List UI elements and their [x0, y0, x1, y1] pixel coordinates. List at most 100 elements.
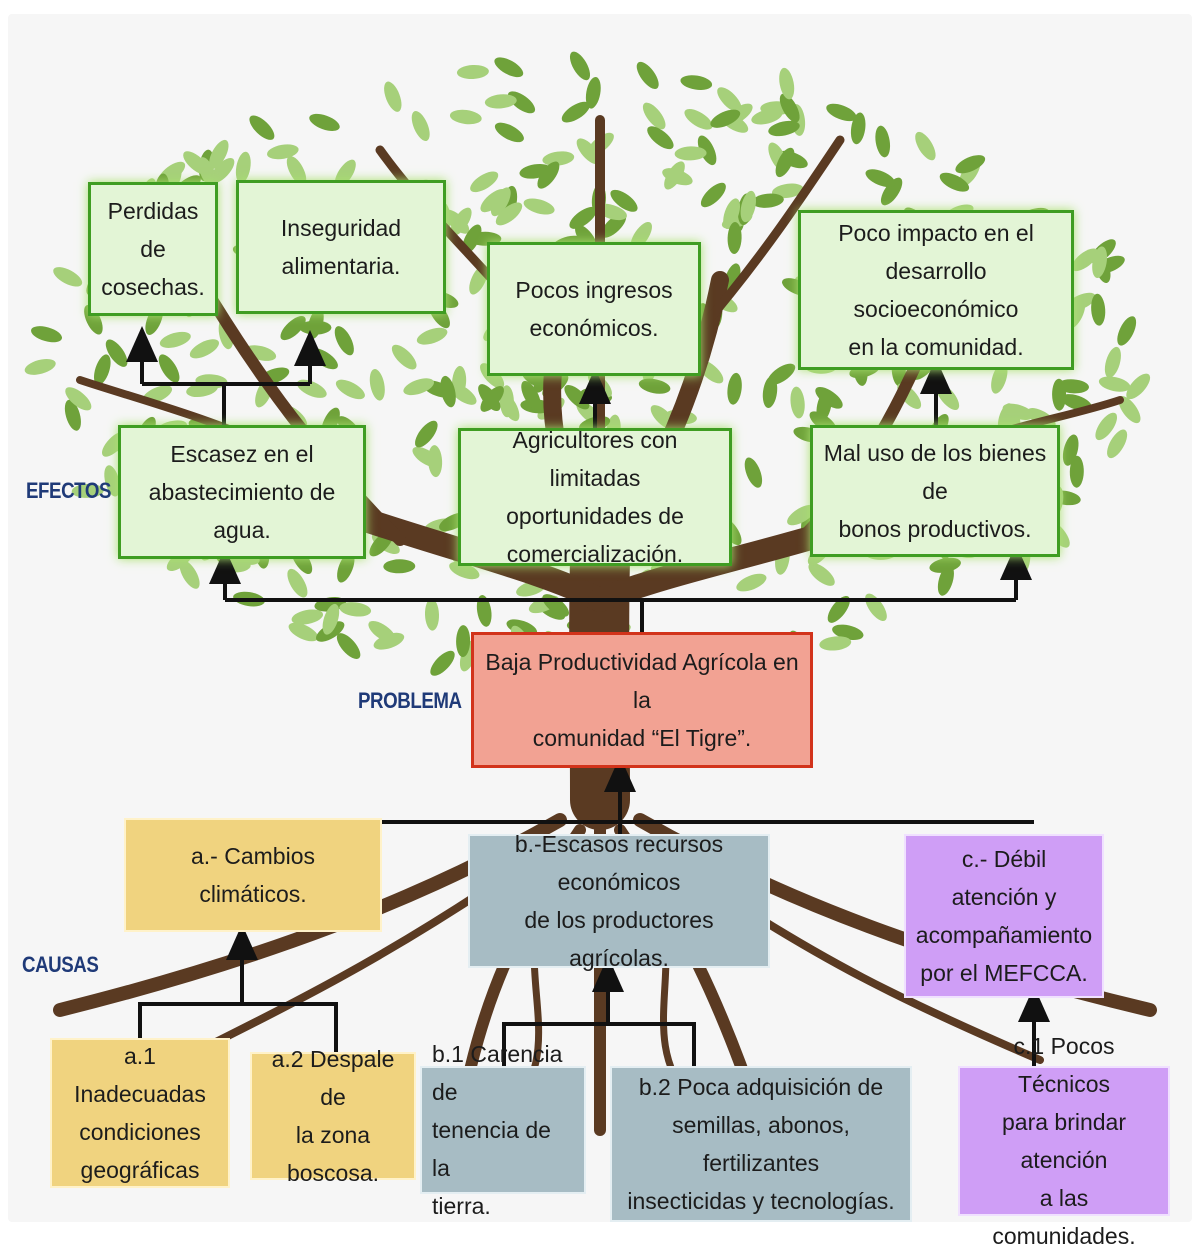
leaf — [373, 632, 405, 650]
leaf — [762, 376, 778, 409]
leaf — [383, 559, 416, 574]
leaf — [717, 87, 742, 113]
leaf — [494, 122, 524, 143]
leaf — [939, 172, 970, 192]
effect-water-shortage-text: Escasez en el abastecimiento de agua. — [148, 441, 336, 543]
effects-label: EFECTOS — [26, 478, 112, 503]
leaf — [832, 624, 864, 641]
leaf — [537, 161, 560, 189]
leaf — [1095, 412, 1118, 441]
causes-label: CAUSAS — [22, 952, 99, 977]
leaf — [369, 369, 385, 401]
leaf — [875, 125, 891, 158]
leaf — [440, 375, 456, 408]
connector-line — [502, 1022, 696, 1068]
leaf — [403, 378, 434, 396]
effect-low-income-text: Pocos ingresos económicos. — [515, 277, 673, 341]
leaf — [24, 358, 56, 375]
leaf — [299, 320, 332, 335]
leaf — [266, 144, 299, 160]
leaf — [428, 445, 443, 478]
leaf — [337, 552, 355, 583]
subcause-a2-text: a.2 Despale de la zona boscosa. — [271, 1046, 395, 1186]
leaf — [647, 126, 674, 150]
leaf — [183, 151, 210, 175]
leaf — [751, 108, 783, 125]
subcause-c1-text: c.1 Pocos Técnicos para brindar atención… — [992, 1033, 1136, 1249]
leaf — [723, 198, 741, 229]
leaf — [322, 603, 340, 635]
leaf — [235, 151, 251, 184]
leaf — [339, 602, 372, 617]
leaf — [286, 155, 307, 186]
leaf — [915, 131, 936, 161]
leaf — [808, 562, 835, 586]
cause-weak-attention-text: c.- Débil atención y acompañamiento por … — [915, 846, 1093, 986]
leaf — [456, 64, 489, 80]
cause-scarce-resources-text: b.-Escasos recursos económicos de los pr… — [514, 831, 724, 971]
leaf — [209, 139, 229, 169]
leaf — [955, 155, 986, 174]
leaf — [64, 399, 81, 431]
effect-crop-losses: Perdidas de cosechas. — [88, 182, 218, 316]
leaf — [94, 354, 111, 386]
cause-climate-change-text: a.- Cambios climáticos. — [191, 843, 315, 907]
leaf — [179, 560, 200, 589]
leaf — [189, 339, 220, 359]
branch — [194, 274, 406, 546]
leaf — [674, 146, 707, 161]
leaf — [542, 151, 575, 166]
leaf — [490, 187, 511, 217]
leaf — [751, 193, 784, 208]
cause-climate-change: a.- Cambios climáticos. — [124, 818, 382, 932]
leaf — [569, 51, 591, 81]
leaf — [700, 182, 726, 208]
leaf — [736, 573, 767, 592]
leaf — [494, 57, 524, 78]
effect-misuse-bonds: Mal uso de los bienes de bonos productiv… — [810, 425, 1060, 557]
leaf — [1091, 293, 1106, 326]
diagram-canvas: EFECTOS PROBLEMA CAUSAS Perdidas de cose… — [22, 51, 1170, 1249]
leaf — [449, 109, 482, 125]
leaf — [865, 169, 896, 188]
root — [176, 876, 504, 1064]
leaf — [680, 75, 713, 90]
effect-limited-marketing: Agricultores con limitadas oportunidades… — [458, 427, 732, 567]
leaf — [697, 135, 717, 166]
leaf — [159, 331, 191, 348]
leaf — [280, 316, 306, 341]
leaf — [456, 625, 471, 658]
leaf — [523, 198, 555, 215]
effect-low-impact-text: Poco impacto en el desarrollo socioeconó… — [838, 220, 1034, 360]
leaf — [104, 465, 120, 497]
leaf — [576, 138, 601, 165]
leaf — [819, 636, 852, 651]
leaf — [937, 564, 954, 596]
leaf — [334, 326, 354, 356]
leaf — [744, 457, 763, 488]
leaf — [449, 383, 477, 405]
effect-low-income: Pocos ingresos económicos. — [487, 242, 701, 376]
leaf — [779, 93, 800, 123]
subcause-b1-text: b.1 Carencia de tenencia de la tierra. — [432, 1041, 563, 1219]
leaf — [521, 380, 541, 410]
leaf — [826, 103, 857, 122]
leaf — [71, 483, 104, 498]
leaf — [727, 222, 742, 254]
subcause-a1-text: a.1 Inadecuadas condiciones geográficas — [74, 1043, 206, 1183]
leaf — [662, 168, 693, 186]
leaf — [1126, 373, 1151, 400]
leaf — [638, 378, 671, 394]
leaf — [1104, 346, 1121, 378]
subcause-a1: a.1 Inadecuadas condiciones geográficas — [50, 1038, 230, 1188]
leaf — [507, 91, 536, 114]
leaf — [309, 113, 340, 131]
branch — [695, 135, 845, 335]
leaf — [291, 609, 324, 625]
effect-food-insecurity-text: Inseguridad alimentaria. — [280, 215, 402, 279]
leaf — [880, 177, 903, 206]
leaf — [768, 120, 800, 137]
leaf — [495, 202, 523, 226]
subcause-a2: a.2 Despale de la zona boscosa. — [250, 1046, 416, 1186]
leaf — [65, 387, 92, 411]
